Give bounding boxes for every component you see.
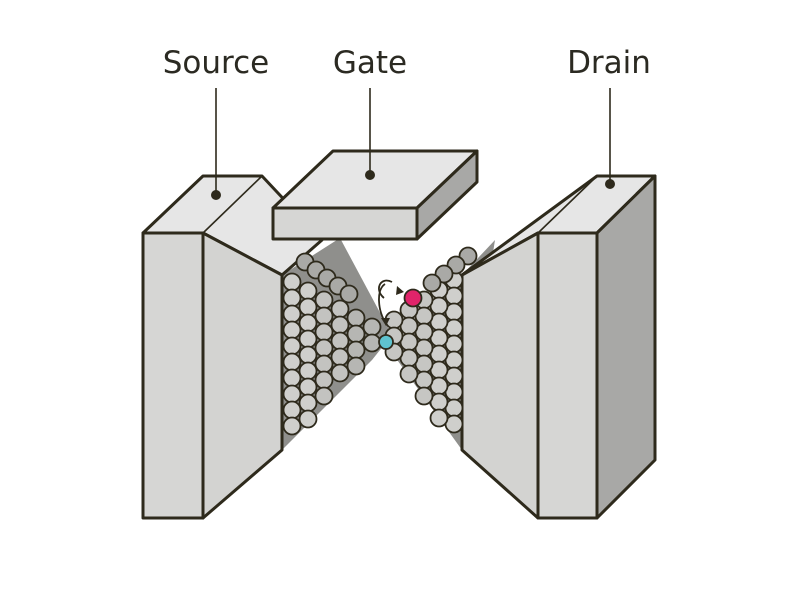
source-atom [282,384,302,404]
drain-electrode [460,88,657,520]
gate-electrode [271,88,479,241]
source-atom [298,329,318,349]
source-atom [298,297,318,317]
source-atom [298,393,318,413]
drain-atom [399,364,419,384]
source-atom [282,400,302,420]
source-atom [314,306,334,326]
source-atom [282,288,302,308]
drain-atom [414,386,434,406]
arrow-curve-top [378,279,393,299]
source-atom [314,370,334,390]
source-inner-face [201,231,284,520]
source-atom [314,338,334,358]
source-atom [330,299,350,319]
source-atom [282,336,302,356]
source-front-face [141,231,205,520]
gate-side-face [415,149,479,241]
source-atom [330,363,350,383]
source-atom [362,317,382,337]
source-atom [339,284,359,304]
source-atom [314,386,334,406]
arrow-head-right [396,286,404,295]
source-atom [346,356,366,376]
switching-atom-displaced [403,288,423,308]
source-atom [282,416,302,436]
source-atom [282,368,302,388]
drain-front-face [536,231,599,520]
gate-label: Gate [333,45,407,81]
source-atom [330,315,350,335]
source-atom [282,272,302,292]
switching-atom-bridging [378,334,394,350]
source-atom [346,340,366,360]
source-atom [346,308,366,328]
source-atom [282,304,302,324]
drain-atom [422,273,442,293]
drain-top-ridge [537,175,598,234]
drain-side-face [595,174,657,520]
drain-atom [429,408,449,428]
drain-inner-face [460,231,540,520]
source-atom [362,333,382,353]
source-atom [346,324,366,344]
source-atom [282,352,302,372]
source-atom [314,354,334,374]
source-atom [298,377,318,397]
source-electrode [141,88,324,520]
source-atom [314,322,334,342]
gate-front-face [271,206,419,241]
source-label: Source [163,45,269,81]
source-atom [298,313,318,333]
source-atom [298,409,318,429]
drain-label: Drain [567,45,651,81]
switching-mechanism [378,279,423,350]
source-atom [298,361,318,381]
source-atom [282,320,302,340]
source-atom [314,290,334,310]
source-atom [330,347,350,367]
atom-layer [282,246,478,436]
source-atom [298,281,318,301]
arrow-head-down [381,318,390,326]
source-atom [298,345,318,365]
source-atom [330,331,350,351]
source-top-ridge [202,175,263,234]
